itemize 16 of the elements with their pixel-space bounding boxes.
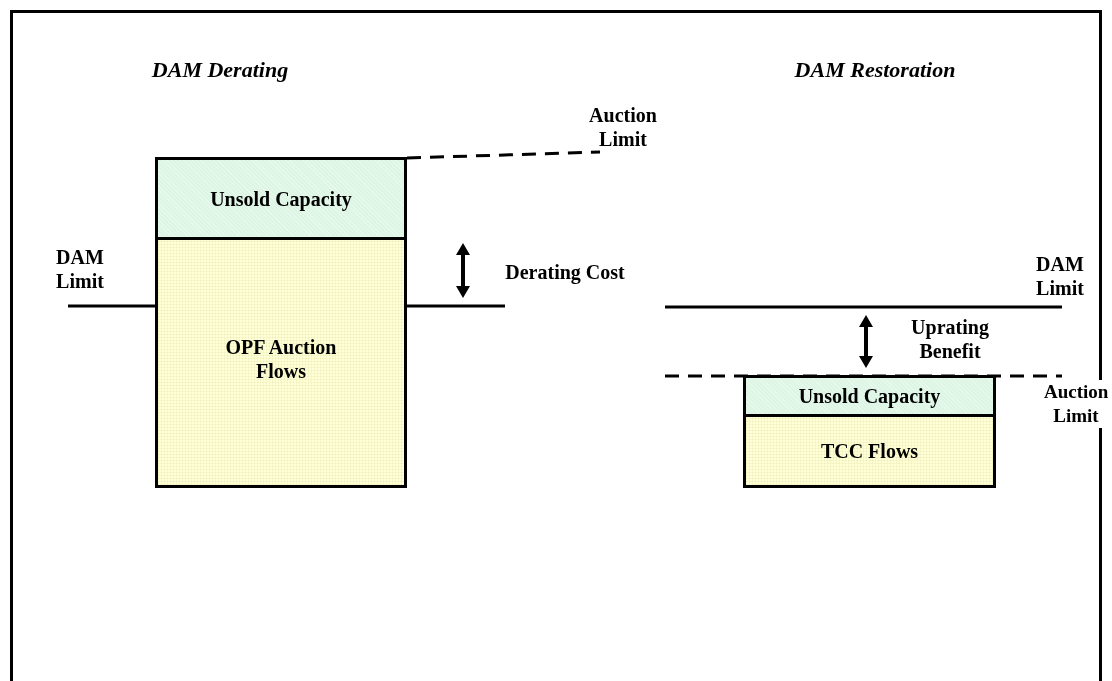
capacity-bar bbox=[155, 237, 407, 488]
bar-label: OPF Auction Flows bbox=[224, 335, 338, 383]
limit-label: Auction Limit bbox=[1044, 380, 1108, 428]
limit-label: Auction Limit bbox=[588, 103, 658, 151]
limit-label: DAM Limit bbox=[1035, 252, 1085, 300]
bar-label: Unsold Capacity bbox=[210, 186, 352, 211]
measure-label: Derating Cost bbox=[504, 260, 626, 284]
bar-label: Unsold Capacity bbox=[798, 384, 941, 408]
panel-heading: DAM Derating bbox=[150, 58, 290, 82]
capacity-bar bbox=[743, 414, 996, 488]
capacity-bar bbox=[743, 375, 996, 417]
bar-label: TCC Flows bbox=[820, 439, 919, 463]
limit-label: DAM Limit bbox=[55, 245, 105, 293]
measure-label: Uprating Benefit bbox=[910, 315, 990, 363]
panel-heading: DAM Restoration bbox=[793, 58, 957, 82]
capacity-bar bbox=[155, 157, 407, 240]
